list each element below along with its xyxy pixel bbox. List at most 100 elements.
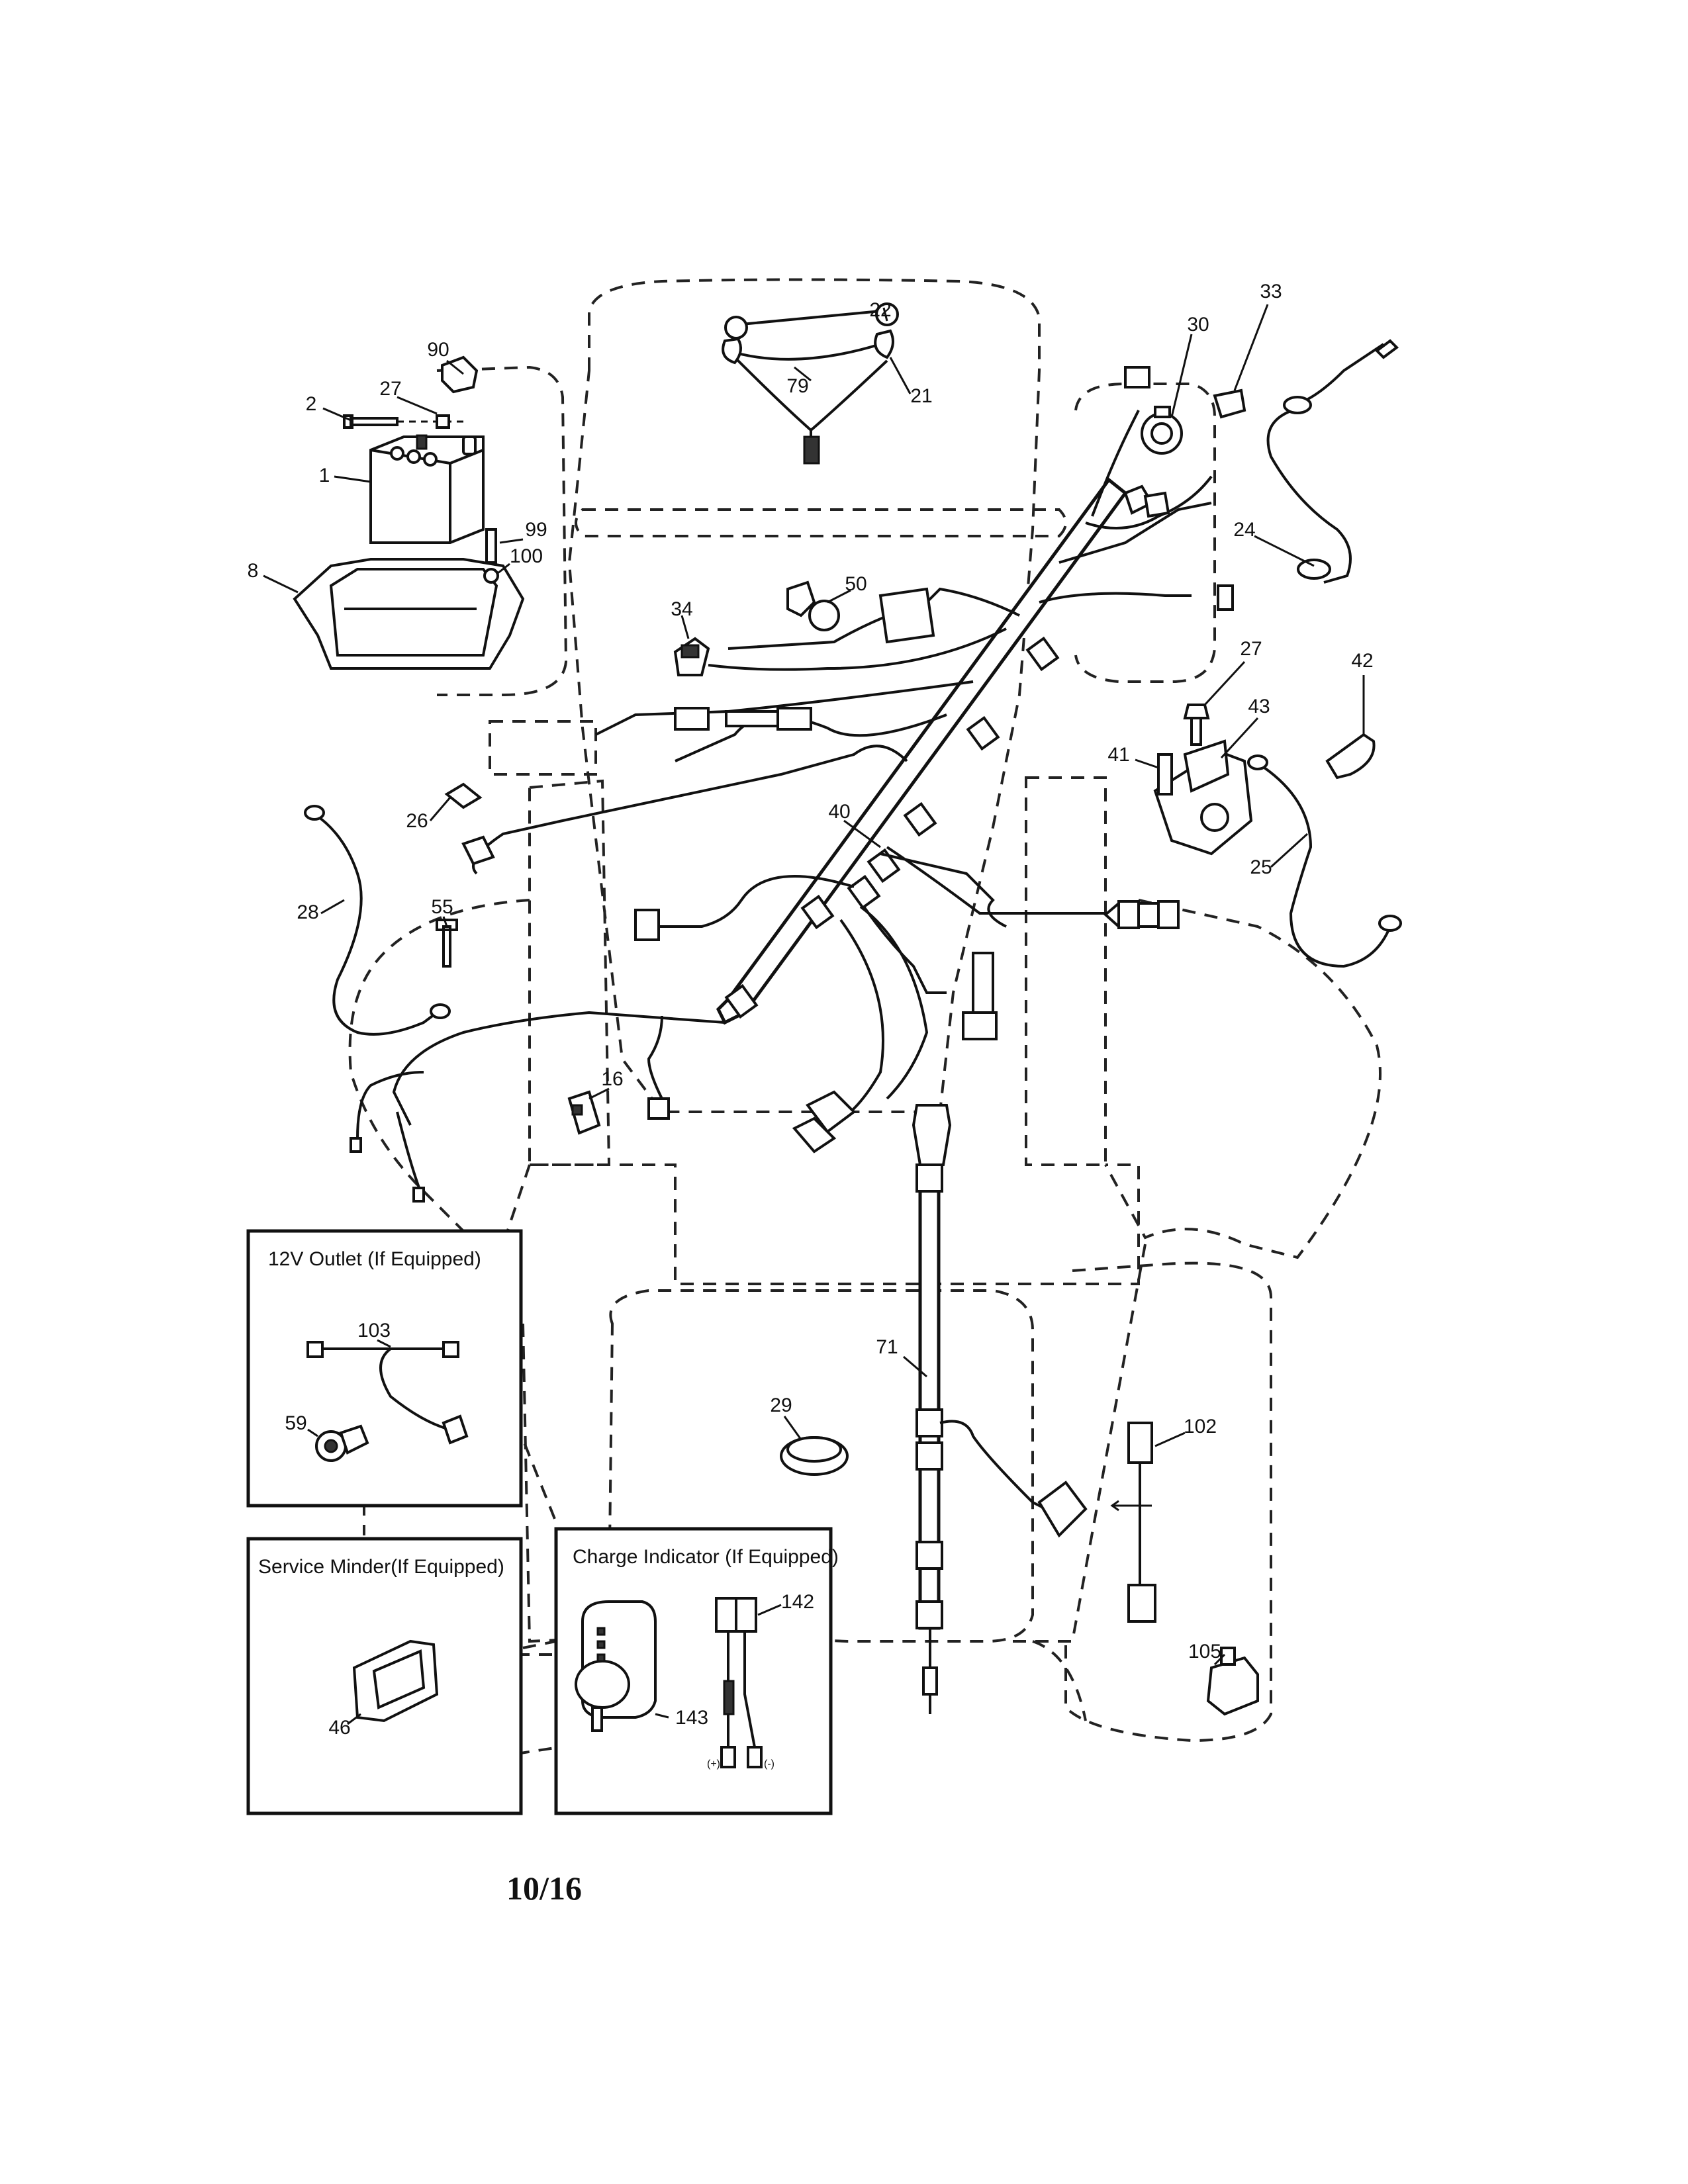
leader-8 <box>263 574 299 594</box>
lower-harness-group <box>780 1104 1259 1716</box>
inset-charge-indicator: Charge Indicator (If Equipped) 143 142 (… <box>554 1527 839 1815</box>
chassis-outlines <box>348 278 1382 1755</box>
charge-indicator-led <box>596 1640 606 1649</box>
key-connector <box>1213 388 1246 419</box>
grommet-29-inner <box>786 1436 842 1463</box>
rocker-switch-face <box>680 644 700 659</box>
callout-27-solenoid: 27 <box>1240 638 1262 660</box>
headlight-harness-group <box>722 302 899 465</box>
leader-29 <box>783 1416 802 1440</box>
callout-28: 28 <box>297 901 318 923</box>
leader-100 <box>497 563 510 574</box>
leader-46 <box>347 1713 361 1725</box>
switch-105 <box>1206 1656 1259 1716</box>
callout-21: 21 <box>910 385 932 407</box>
inline-tube <box>725 710 780 727</box>
cable-ring-bottom <box>1297 559 1331 580</box>
leader-24 <box>1254 535 1315 567</box>
leader-lines <box>263 304 1365 1666</box>
callout-22: 22 <box>869 299 891 321</box>
harness-branches <box>392 410 1213 1126</box>
callout-33: 33 <box>1260 281 1282 302</box>
nut-27 <box>1183 704 1210 719</box>
battery-cap <box>390 446 404 461</box>
switch-50-plunger <box>808 600 840 631</box>
ground-terminal <box>412 1187 425 1203</box>
main-harness-group <box>392 366 1234 1154</box>
callout-29: 29 <box>770 1394 792 1416</box>
screw-55 <box>436 919 458 968</box>
rear-plug-band <box>1117 900 1140 929</box>
left-mid-parts <box>304 580 935 1203</box>
harness-clip <box>724 983 759 1019</box>
battery-tray-outline <box>436 365 568 696</box>
headlight-socket-right <box>874 329 894 359</box>
headlight-left <box>724 316 748 340</box>
tray-washer <box>483 568 499 584</box>
relay-16 <box>567 1090 601 1135</box>
cable-terminal <box>1374 339 1399 359</box>
leader-28 <box>320 899 345 915</box>
callout-102: 102 <box>1184 1416 1217 1437</box>
callout-50: 50 <box>845 573 867 595</box>
leader-22 <box>882 307 888 322</box>
callout-43: 43 <box>1248 696 1270 717</box>
connector-pto <box>805 1090 857 1134</box>
outlet-harness-plug <box>306 1341 324 1358</box>
switch-50 <box>786 580 816 617</box>
harness-clip <box>903 801 937 837</box>
leader-16 <box>588 1087 610 1100</box>
callout-2: 2 <box>306 393 317 415</box>
battery-cap <box>423 452 438 467</box>
battery-cap <box>406 449 421 464</box>
right-fender-outline <box>1104 899 1382 1259</box>
rear-plug-band <box>1157 900 1180 929</box>
ground-cable-left <box>356 1071 424 1192</box>
callout-26: 26 <box>406 810 428 832</box>
inset-12v-outlet: 12V Outlet (If Equipped) 103 59 <box>246 1229 523 1508</box>
callout-25: 25 <box>1250 856 1272 878</box>
harness-71-tail-plug <box>922 1666 938 1696</box>
callout-42: 42 <box>1351 650 1373 672</box>
cable-28-ring-end <box>430 1003 451 1019</box>
harness-clip <box>1025 636 1060 672</box>
ignition-switch-core <box>1150 422 1173 445</box>
terminal-boot-42 <box>1325 733 1376 780</box>
harness-71-band <box>915 1163 943 1193</box>
leader-143 <box>655 1713 669 1719</box>
leader-21 <box>889 357 912 394</box>
leader-142 <box>757 1604 782 1616</box>
power-outlet-body <box>339 1424 369 1455</box>
callout-27: 27 <box>379 378 401 400</box>
leader-27a <box>397 396 438 415</box>
callout-40: 40 <box>828 801 850 823</box>
battery-tray <box>293 558 525 670</box>
lower-right-outline <box>1064 1261 1272 1743</box>
hood-outline <box>567 278 1041 1113</box>
inset-charge-indicator-title: Charge Indicator (If Equipped) <box>573 1546 839 1568</box>
harness-71-branch <box>939 1420 1060 1517</box>
charge-harness-sleeve <box>723 1680 735 1715</box>
leader-71 <box>903 1355 927 1378</box>
leader-103 <box>377 1339 391 1348</box>
leader-40 <box>843 819 881 848</box>
battery-terminal-pos <box>462 435 477 455</box>
callout-1: 1 <box>319 465 330 486</box>
ignition-group <box>1141 339 1399 584</box>
left-small-outline <box>489 720 597 776</box>
charge-label-minus: (-) <box>764 1758 774 1770</box>
battery-boot <box>441 355 479 394</box>
headlight-right <box>875 302 899 326</box>
charge-terminal-minus <box>747 1746 763 1768</box>
leader-99 <box>499 538 524 544</box>
leader-55 <box>442 916 448 927</box>
cable-28-ring <box>304 805 325 821</box>
battery-terminal-neg <box>416 434 428 450</box>
charge-indicator-led <box>596 1627 606 1636</box>
callout-99: 99 <box>525 519 547 541</box>
cable-25-ring-end <box>1378 915 1402 932</box>
charge-indicator-led <box>596 1653 606 1662</box>
cable-28 <box>313 813 438 1036</box>
harness-clip <box>800 894 835 930</box>
